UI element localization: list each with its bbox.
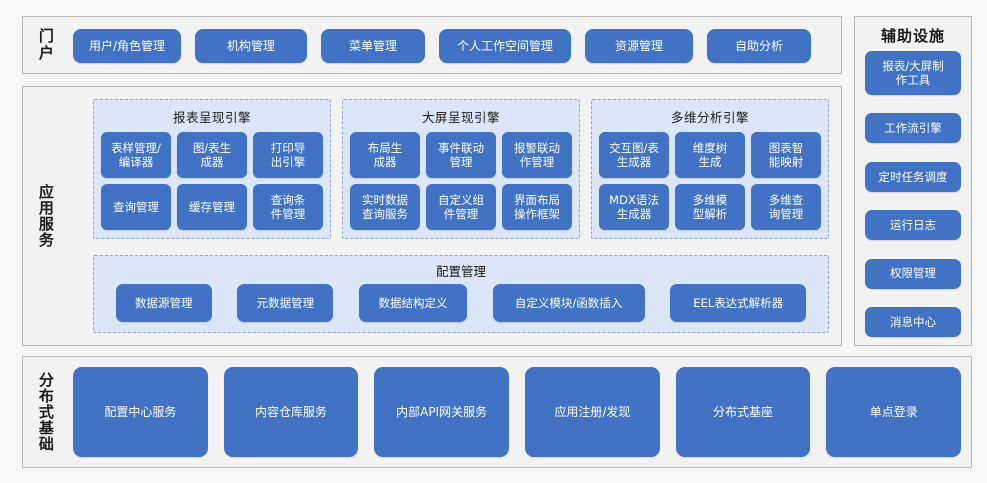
engine-report-item-print-export[interactable]: 打印导 出引擎	[253, 132, 323, 178]
engine-bigscreen-item-alarm-action[interactable]: 报警联动 作管理	[502, 132, 572, 178]
engine-report-item-cache-mgmt[interactable]: 缓存管理	[177, 184, 247, 230]
engine-report: 报表呈现引擎 表样管理/ 编译器 图/表生 成器 打印导 出引擎 查询管理 缓存…	[93, 99, 331, 239]
engine-report-items: 表样管理/ 编译器 图/表生 成器 打印导 出引擎 查询管理 缓存管理 查询条 …	[94, 132, 330, 237]
portal-item-workspace[interactable]: 个人工作空间管理	[439, 29, 571, 63]
app-service-content: 报表呈现引擎 表样管理/ 编译器 图/表生 成器 打印导 出引擎 查询管理 缓存…	[71, 95, 833, 337]
base-item-api-gateway[interactable]: 内部API网关服务	[374, 367, 510, 457]
engine-bigscreen-items: 布局生 成器 事件联动 管理 报警联动 作管理 实时数据 查询服务 自定义组 件…	[343, 132, 579, 237]
aux-facility-items: 报表/大屏制 作工具 工作流引擎 定时任务调度 运行日志 权限管理 消息中心	[865, 51, 961, 337]
engine-bigscreen-item-layout-generator[interactable]: 布局生 成器	[350, 132, 420, 178]
portal-item-org[interactable]: 机构管理	[195, 29, 307, 63]
base-item-distributed-platform[interactable]: 分布式基座	[675, 367, 811, 457]
engine-olap: 多维分析引擎 交互图/表 生成器 维度树 生成 图表智 能映射 MDX语法 生成…	[591, 99, 829, 239]
portal-item-menu[interactable]: 菜单管理	[321, 29, 425, 63]
aux-item-runtime-log[interactable]: 运行日志	[865, 210, 961, 241]
engine-report-item-chart-generator[interactable]: 图/表生 成器	[177, 132, 247, 178]
engine-group-row: 报表呈现引擎 表样管理/ 编译器 图/表生 成器 打印导 出引擎 查询管理 缓存…	[93, 99, 829, 239]
engine-bigscreen: 大屏呈现引擎 布局生 成器 事件联动 管理 报警联动 作管理 实时数据 查询服务…	[342, 99, 580, 239]
app-service-layer-label: 应用服务	[36, 184, 55, 248]
engine-report-item-query-mgmt[interactable]: 查询管理	[101, 184, 171, 230]
portal-item-self-analysis[interactable]: 自助分析	[707, 29, 811, 63]
engine-report-item-template-compiler[interactable]: 表样管理/ 编译器	[101, 132, 171, 178]
engine-bigscreen-item-custom-component[interactable]: 自定义组 件管理	[426, 184, 496, 230]
engine-olap-item-dimension-tree[interactable]: 维度树 生成	[675, 132, 745, 178]
config-item-custom-module[interactable]: 自定义模块/函数插入	[492, 284, 645, 322]
engine-bigscreen-item-realtime-query[interactable]: 实时数据 查询服务	[350, 184, 420, 230]
engine-bigscreen-item-event-linkage[interactable]: 事件联动 管理	[426, 132, 496, 178]
aux-item-task-scheduler[interactable]: 定时任务调度	[865, 161, 961, 192]
engine-olap-item-query-mgmt[interactable]: 多维查 询管理	[751, 184, 821, 230]
engine-bigscreen-title: 大屏呈现引擎	[421, 110, 500, 125]
aux-facility-layer: 辅助设施 报表/大屏制 作工具 工作流引擎 定时任务调度 运行日志 权限管理 消…	[854, 16, 972, 346]
engine-olap-item-model-parser[interactable]: 多维模 型解析	[675, 184, 745, 230]
distributed-base-layer-label: 分布式基础	[36, 372, 55, 452]
engine-olap-item-chart-mapping[interactable]: 图表智 能映射	[751, 132, 821, 178]
base-item-config-center[interactable]: 配置中心服务	[73, 367, 208, 457]
config-item-datasource[interactable]: 数据源管理	[115, 284, 212, 322]
portal-item-user-role[interactable]: 用户/角色管理	[73, 29, 181, 63]
aux-item-permission-mgmt[interactable]: 权限管理	[865, 258, 961, 289]
engine-olap-items: 交互图/表 生成器 维度树 生成 图表智 能映射 MDX语法 生成器 多维模 型…	[592, 132, 828, 237]
engine-report-item-query-condition[interactable]: 查询条 件管理	[253, 184, 323, 230]
engine-olap-item-mdx-generator[interactable]: MDX语法 生成器	[599, 184, 669, 230]
portal-layer: 门户 用户/角色管理 机构管理 菜单管理 个人工作空间管理 资源管理 自助分析	[22, 16, 842, 74]
config-item-eel-parser[interactable]: EEL表达式解析器	[670, 284, 807, 322]
base-item-sso[interactable]: 单点登录	[826, 367, 962, 457]
distributed-base-items: 配置中心服务 内容仓库服务 内部API网关服务 应用注册/发现 分布式基座 单点…	[73, 367, 962, 457]
portal-item-list: 用户/角色管理 机构管理 菜单管理 个人工作空间管理 资源管理 自助分析	[73, 24, 811, 68]
engine-olap-item-interactive-chart[interactable]: 交互图/表 生成器	[599, 132, 669, 178]
portal-item-resource[interactable]: 资源管理	[585, 29, 693, 63]
aux-item-report-designer[interactable]: 报表/大屏制 作工具	[865, 51, 961, 95]
base-item-content-repository[interactable]: 内容仓库服务	[223, 367, 359, 457]
aux-item-workflow-engine[interactable]: 工作流引擎	[865, 113, 961, 144]
aux-item-message-center[interactable]: 消息中心	[865, 306, 961, 337]
aux-facility-title: 辅助设施	[880, 27, 945, 45]
app-service-layer: 应用服务 报表呈现引擎 表样管理/ 编译器 图/表生 成器 打印导 出引擎 查询…	[22, 86, 842, 346]
config-management-items: 数据源管理 元数据管理 数据结构定义 自定义模块/函数插入 EEL表达式解析器	[94, 284, 828, 322]
distributed-base-layer: 分布式基础 配置中心服务 内容仓库服务 内部API网关服务 应用注册/发现 分布…	[22, 356, 972, 468]
config-management-panel: 配置管理 数据源管理 元数据管理 数据结构定义 自定义模块/函数插入 EEL表达…	[93, 255, 829, 333]
config-item-data-structure[interactable]: 数据结构定义	[358, 284, 467, 322]
portal-layer-label: 门户	[36, 28, 55, 62]
config-item-metadata[interactable]: 元数据管理	[237, 284, 334, 322]
engine-olap-title: 多维分析引擎	[670, 110, 749, 125]
engine-bigscreen-item-ui-layout-framework[interactable]: 界面布局 操作框架	[502, 184, 572, 230]
base-item-app-registry[interactable]: 应用注册/发现	[525, 367, 660, 457]
engine-report-title: 报表呈现引擎	[172, 110, 251, 125]
config-management-title: 配置管理	[435, 264, 486, 279]
